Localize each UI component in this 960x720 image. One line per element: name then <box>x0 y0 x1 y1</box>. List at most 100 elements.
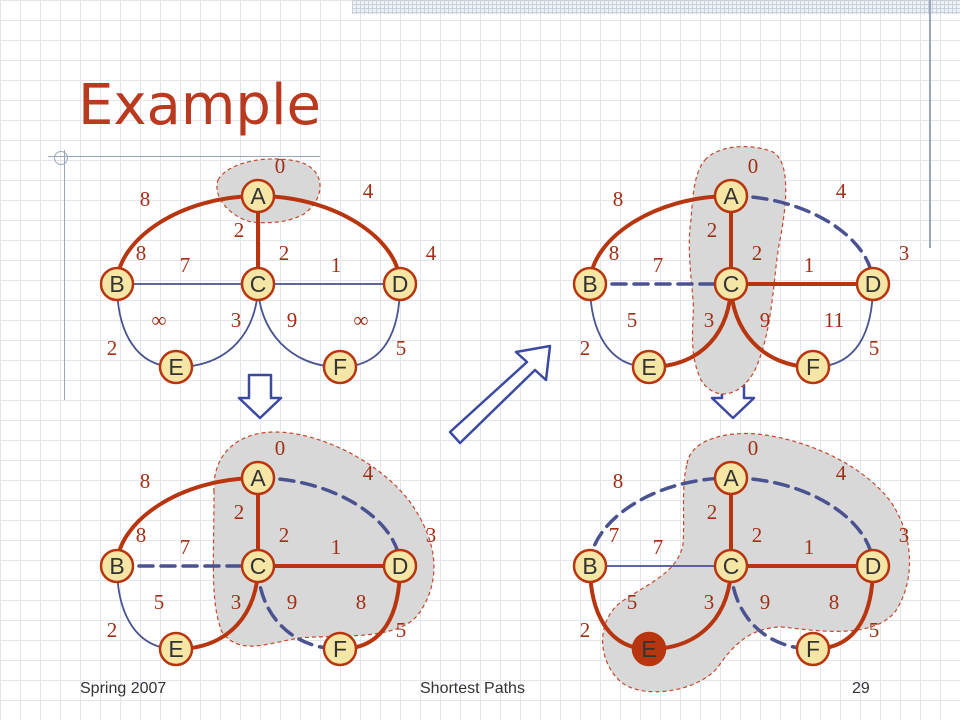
edge-weight-ad: 4 <box>363 461 374 485</box>
node-a <box>713 460 749 496</box>
node-b <box>572 266 608 302</box>
edge-weight-ad: 4 <box>363 179 374 203</box>
title-rule-decoration <box>48 156 320 157</box>
edge-weight-ac: 2 <box>707 500 718 524</box>
node-d <box>382 266 418 302</box>
edge-weight-ac: 2 <box>234 500 245 524</box>
distance-label-f: ∞ <box>354 308 369 332</box>
down-arrow-left <box>237 373 283 420</box>
node-c <box>240 266 276 302</box>
distance-label-c: 2 <box>279 523 290 547</box>
diagonal-arrow <box>448 344 552 445</box>
node-c <box>713 548 749 584</box>
footer-title: Shortest Paths <box>420 680 525 697</box>
node-e <box>631 631 667 667</box>
edge-cf <box>257 283 341 368</box>
edge-weight-be: 2 <box>107 336 118 360</box>
node-label-e: E <box>168 636 183 662</box>
node-b <box>99 266 135 302</box>
distance-label-a: 0 <box>275 154 286 178</box>
node-a <box>240 178 276 214</box>
node-c <box>713 266 749 302</box>
edge-weight-ad: 4 <box>836 179 847 203</box>
distance-label-b: 7 <box>609 523 620 547</box>
node-c <box>240 548 276 584</box>
edge-weight-ab: 8 <box>613 187 624 211</box>
distance-label-f: 8 <box>356 590 367 614</box>
edge-weight-be: 2 <box>107 618 118 642</box>
edge-weight-cd: 1 <box>804 535 815 559</box>
edge-weight-be: 2 <box>580 336 591 360</box>
edge-weight-cf: 9 <box>287 590 298 614</box>
node-label-b: B <box>582 271 597 297</box>
node-label-f: F <box>806 354 820 380</box>
edge-weight-df: 5 <box>396 336 407 360</box>
distance-label-c: 2 <box>752 241 763 265</box>
node-label-e: E <box>641 354 656 380</box>
distance-label-f: 11 <box>824 308 844 332</box>
node-d <box>382 548 418 584</box>
distance-label-e: 5 <box>627 590 638 614</box>
node-label-c: C <box>250 271 267 297</box>
node-b <box>99 548 135 584</box>
edge-weight-bc: 7 <box>180 535 191 559</box>
distance-label-d: 3 <box>899 523 910 547</box>
edge-weight-df: 5 <box>396 618 407 642</box>
edge-weight-ce: 3 <box>231 590 242 614</box>
node-f <box>795 631 831 667</box>
slide-title: Example <box>78 73 321 138</box>
node-label-f: F <box>333 354 347 380</box>
footer-page-number: 29 <box>852 680 870 697</box>
distance-label-c: 2 <box>279 241 290 265</box>
distance-label-d: 3 <box>899 241 910 265</box>
node-label-b: B <box>582 553 597 579</box>
node-f <box>795 349 831 385</box>
edge-weight-df: 5 <box>869 336 880 360</box>
distance-label-e: 5 <box>154 590 165 614</box>
edge-weight-ce: 3 <box>704 590 715 614</box>
edge-ab <box>588 476 733 568</box>
node-label-f: F <box>333 636 347 662</box>
node-label-c: C <box>250 553 267 579</box>
distance-label-b: 8 <box>609 241 620 265</box>
distance-label-a: 0 <box>748 436 759 460</box>
node-label-d: D <box>392 553 409 579</box>
top-band-decoration <box>352 0 960 14</box>
edge-weight-bc: 7 <box>180 253 191 277</box>
node-b <box>572 548 608 584</box>
node-a <box>713 178 749 214</box>
distance-label-a: 0 <box>748 154 759 178</box>
node-e <box>631 349 667 385</box>
node-label-d: D <box>865 271 882 297</box>
distance-label-c: 2 <box>752 523 763 547</box>
edge-weight-ac: 2 <box>707 218 718 242</box>
edge-weight-bc: 7 <box>653 535 664 559</box>
node-f <box>322 631 358 667</box>
edge-weight-bc: 7 <box>653 253 664 277</box>
node-f <box>322 349 358 385</box>
node-label-f: F <box>806 636 820 662</box>
node-label-a: A <box>723 183 739 209</box>
edge-weight-df: 5 <box>869 618 880 642</box>
node-label-b: B <box>109 271 124 297</box>
edge-weight-cd: 1 <box>804 253 815 277</box>
visited-cloud <box>602 432 911 693</box>
node-label-d: D <box>392 271 409 297</box>
left-rule-decoration <box>64 150 65 400</box>
edge-weight-cf: 9 <box>287 308 298 332</box>
node-label-e: E <box>168 354 183 380</box>
node-label-a: A <box>250 465 266 491</box>
node-label-b: B <box>109 553 124 579</box>
node-d <box>855 548 891 584</box>
distance-label-d: 3 <box>426 523 437 547</box>
edge-weight-ab: 8 <box>140 187 151 211</box>
node-a <box>240 460 276 496</box>
node-label-a: A <box>723 465 739 491</box>
distance-label-b: 8 <box>136 523 147 547</box>
edge-weight-ad: 4 <box>836 461 847 485</box>
node-e <box>158 349 194 385</box>
edge-weight-be: 2 <box>580 618 591 642</box>
